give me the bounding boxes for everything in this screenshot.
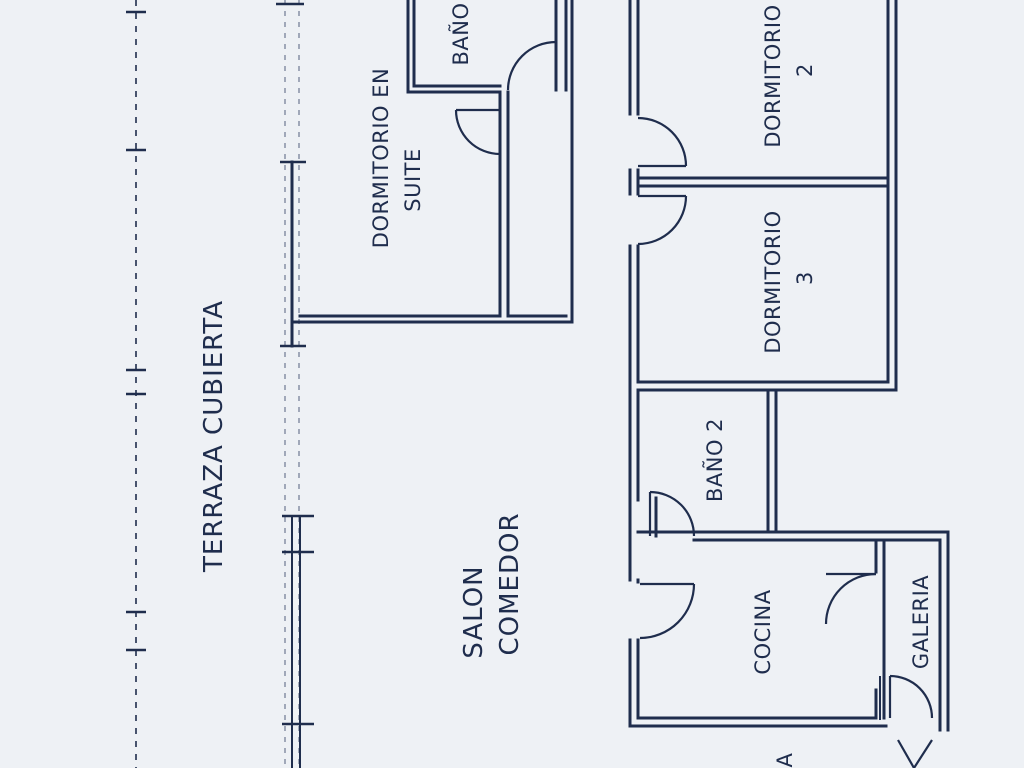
label-dormitorio-3-line1: DORMITORIO	[761, 210, 785, 353]
label-dormitorio-suite-1: DORMITORIO EN	[369, 68, 393, 248]
bedrooms-walls	[628, 0, 898, 582]
bedroom-doors	[637, 116, 688, 246]
facade-walls	[290, 160, 301, 768]
kitchen-walls	[628, 538, 942, 732]
kitchen-doors	[639, 572, 934, 768]
label-galeria: GALERIA	[909, 575, 933, 669]
label-dormitorio-2-line1: DORMITORIO	[761, 4, 785, 147]
bano2-walls	[636, 388, 950, 732]
label-dormitorio-3-line2: 3	[793, 271, 817, 285]
label-terraza-cubierta: TERRAZA CUBIERTA	[199, 300, 229, 573]
room-labels: TERRAZA CUBIERTA SALON COMEDOR DORMITORI…	[199, 2, 933, 767]
label-comedor: COMEDOR	[495, 512, 525, 655]
suite-doors	[454, 40, 558, 156]
label-bano-suite: BAÑO	[447, 2, 473, 65]
label-cocina: COCINA	[751, 589, 775, 674]
label-dormitorio-suite-2: SUITE	[401, 148, 425, 212]
label-salon: SALON	[459, 565, 489, 658]
label-partial-a: A	[773, 752, 797, 767]
label-dormitorio-2-line2: 2	[793, 63, 817, 77]
label-bano-2: BAÑO 2	[701, 418, 727, 502]
